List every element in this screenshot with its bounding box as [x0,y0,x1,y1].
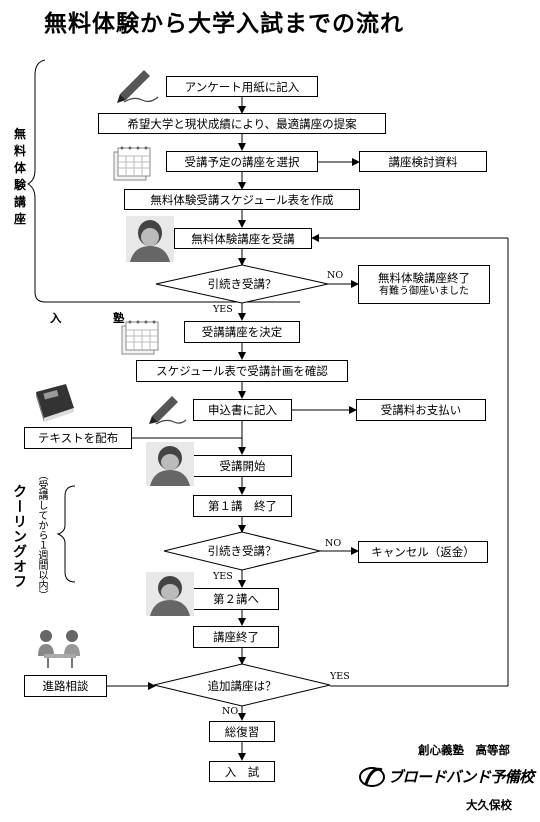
step-attend-trial: 無料体験講座を受講 [174,228,312,249]
free-trial-side-label: 無 料 体 験 講 座 [13,126,27,228]
decision-continue-1: 引続き受講？ [207,277,277,291]
step-exam: 入 試 [209,761,275,782]
trial-char: 料 [13,144,26,158]
step-counseling: 進路相談 [24,675,107,697]
trial-char: 座 [13,212,26,226]
student-photo-icon [126,216,174,262]
step-trial-end: 無料体験講座終了 有難う御座いました [358,265,490,304]
school-name: 創心義塾 高等部 [418,743,510,757]
enrollment-label: 入 塾 [50,311,145,325]
step-payment: 受講料お支払い [356,399,486,421]
pen-writing-icon [117,70,159,103]
step-trial-schedule: 無料体験受講スケジュール表を作成 [124,189,360,210]
label-yes-2: YES [213,571,233,582]
pen-writing-icon-2 [149,396,187,425]
student-photo-icon-3 [146,572,194,616]
step-course-materials: 講座検討資料 [359,151,487,172]
decision-additional: 追加講座は？ [207,679,277,693]
trial-char: 無 [13,127,26,141]
step-review: 総復習 [209,721,275,742]
step-course-end: 講座終了 [193,626,279,648]
step-course-proposal: 希望大学と現状成績により、最適講座の提案 [98,113,386,134]
brand-logo: ブロードバンド予備校 [358,764,534,788]
label-no-2: NO [325,538,342,549]
trial-end-line1: 無料体験講座終了 [378,270,470,285]
branch-name: 大久保校 [466,798,512,812]
label-no-1: NO [327,270,344,281]
brand-logo-text: ブロードバンド予備校 [388,768,534,786]
step-start: 受講開始 [193,455,292,477]
step-decide-course: 受講講座を決定 [184,321,300,343]
label-yes-1: YES [213,304,233,315]
step-questionnaire: アンケート用紙に記入 [166,76,318,97]
step-textbook: テキストを配布 [24,427,132,449]
trial-end-line2: 有難う御座いました [379,285,469,297]
counseling-meeting-icon [38,630,80,668]
step-application: 申込書に記入 [193,399,292,421]
calendar-icon [113,146,151,181]
step-select-course: 受講予定の講座を選択 [166,151,318,172]
book-icon [36,384,74,422]
trial-char: 験 [13,178,26,192]
cooling-off-label: クーリングオフ [11,484,27,589]
brand-logo-mark-icon [359,767,385,787]
step-lesson-1: 第１講 終了 [193,495,292,517]
label-no-3: NO [222,706,239,717]
trial-char: 体 [13,161,26,175]
calendar-icon-2 [121,320,159,355]
step-lesson-2: 第２講へ [193,588,279,610]
decision-continue-2: 引続き受講？ [207,544,277,558]
page-title: 無料体験から大学入試までの流れ [44,11,404,37]
trial-char: 講 [13,195,26,209]
step-cancel: キャンセル（返金） [358,541,488,563]
step-confirm-plan: スケジュール表で受講計画を確認 [136,360,348,382]
student-photo-icon-2 [146,442,194,486]
cooling-off-note: （受講してから１週間以内） [36,470,47,600]
label-yes-3: YES [330,671,350,682]
